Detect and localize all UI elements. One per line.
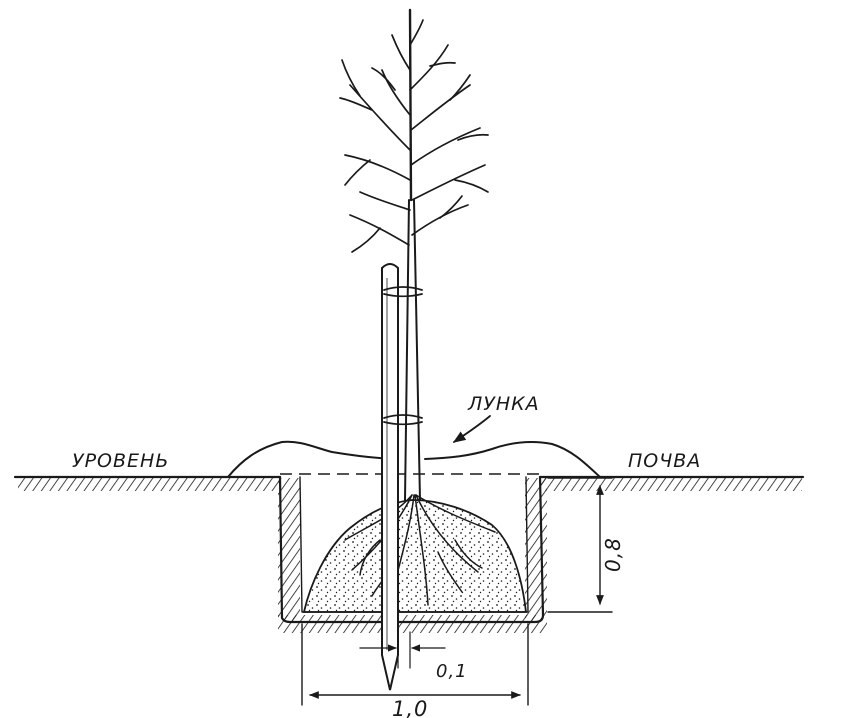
level-label: УРОВЕНЬ	[72, 450, 169, 472]
root-ball-mound	[302, 499, 528, 613]
depth-label: 0,8	[601, 537, 625, 572]
stake-offset-dimension	[359, 631, 446, 669]
support-stake	[381, 263, 399, 691]
hole-pointer-arrow	[452, 415, 491, 443]
width-dimension	[301, 623, 529, 706]
tree-trunk	[404, 8, 421, 501]
hole-label: ЛУНКА	[467, 393, 540, 415]
stake-offset-label: 0,1	[436, 661, 468, 682]
ground-surface	[13, 475, 805, 491]
tree-roots	[344, 494, 496, 606]
planting-pit	[278, 475, 547, 633]
hole-ridge	[227, 440, 601, 478]
depth-dimension	[547, 477, 613, 613]
soil-label: ПОЧВА	[628, 450, 701, 472]
stake-ties	[383, 286, 423, 426]
width-label: 1,0	[392, 697, 428, 718]
tree-crown	[339, 19, 489, 253]
